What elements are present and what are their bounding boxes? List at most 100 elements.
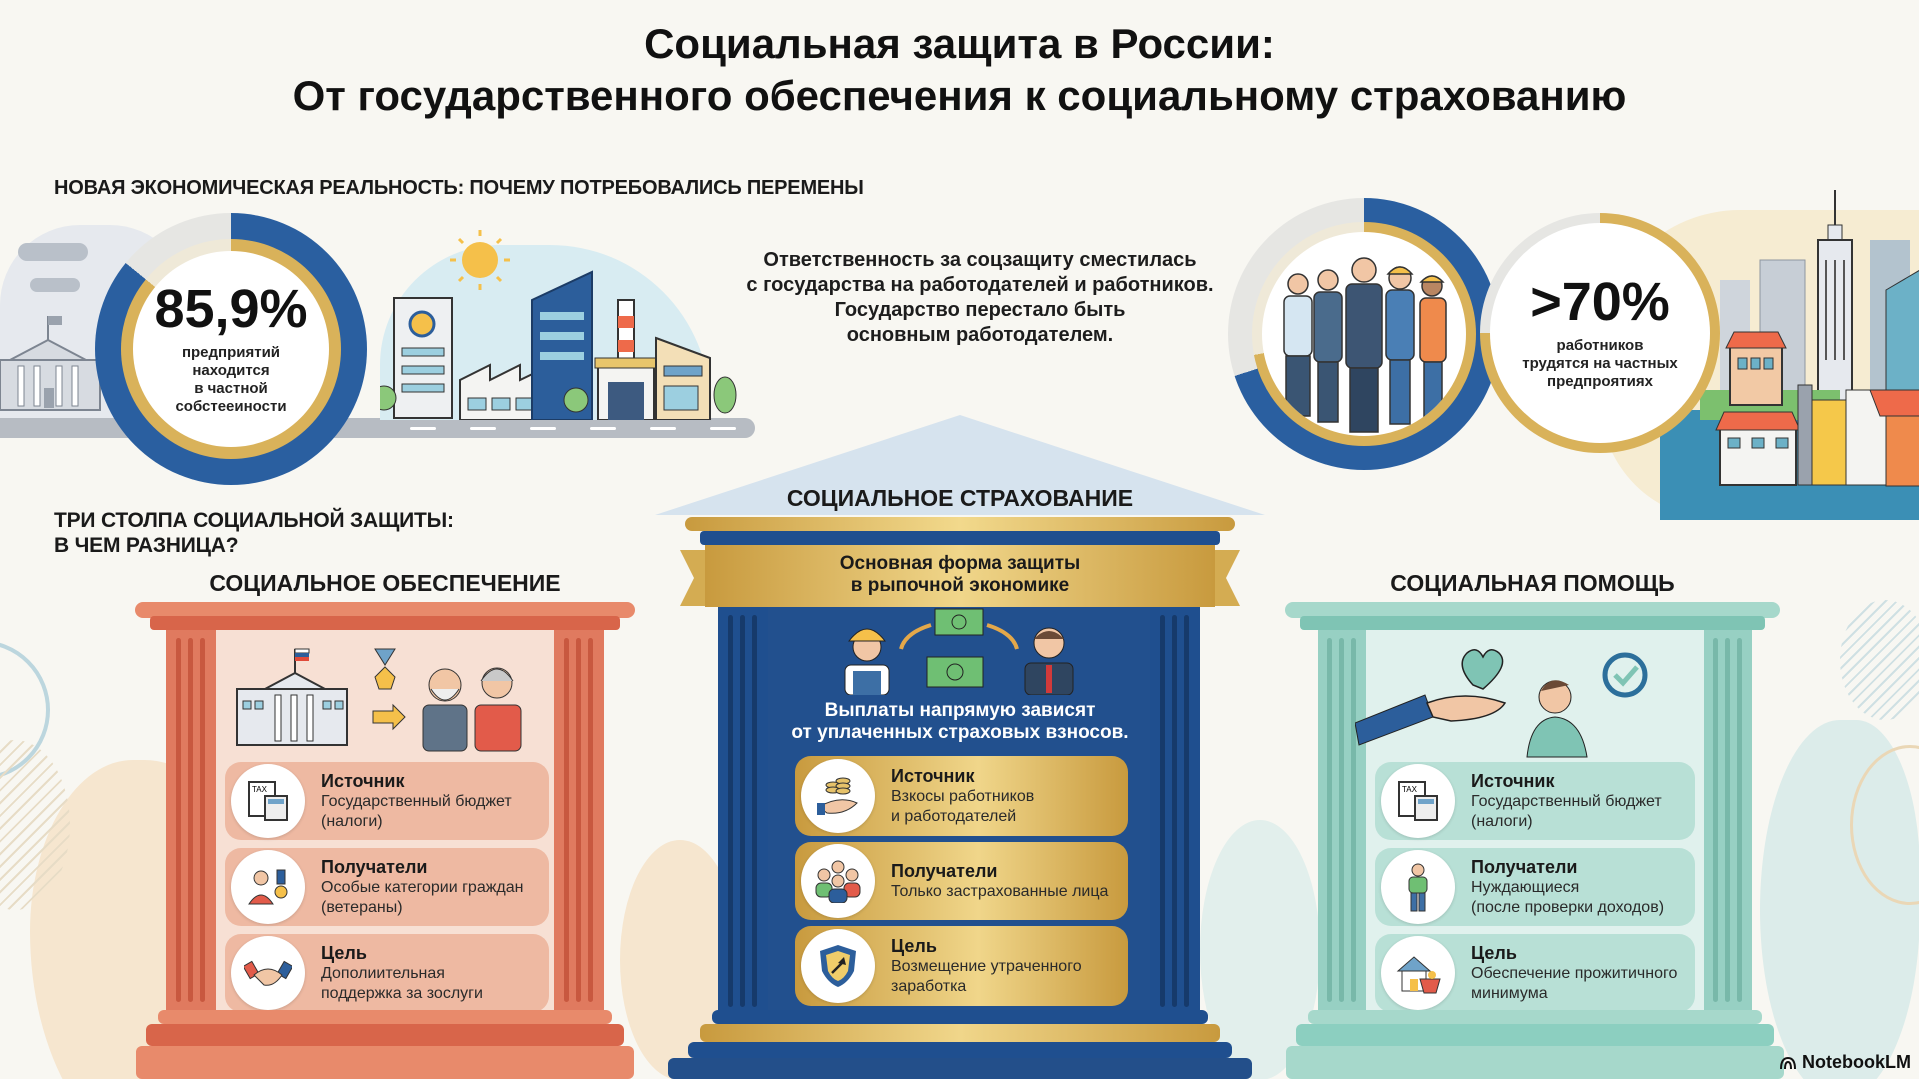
pillar1-card-recipients: Получатели Особые категории граждан (вет… [225,848,549,926]
stat-value-70: >70% [1530,272,1670,332]
pillar3-card-goal: Цель Обеспечение прожитичного минимума [1375,934,1695,1012]
card-label: Цель [1471,943,1517,963]
card-label: Получатели [891,861,998,881]
card-label: Получатели [321,857,428,877]
card-desc: Особые категории граждан [321,879,524,896]
modern-city-river-icon [1660,190,1919,520]
pillar2-card-recipients: Получатели Только застрахованные лица [795,842,1128,920]
pillar3-base-step-3 [1286,1046,1784,1079]
pillar2-card-goal: Цель Возмещение утраченного заработка [795,926,1128,1006]
pillar1-cornice-bottom [150,616,620,630]
caption-line: работников [1556,337,1644,354]
pillars-section-heading: ТРИ СТОЛПА СОЦИАЛЬНОЙ ЗАЩИТЫ: В ЧЕМ РАЗН… [54,508,454,558]
banner-line: Основная форма защиты [839,553,1081,574]
workers-illustration-holder [1262,232,1466,436]
bg-stripes-right [1840,600,1919,720]
road-dash [590,427,616,430]
page-title: Социальная защита в России: От государст… [0,18,1919,122]
road-dash [410,427,436,430]
tax-calculator-icon: TAX [231,764,305,838]
notebooklm-watermark: NotebookLM [1779,1052,1911,1073]
card-label: Источник [321,771,405,791]
card-desc: Возмещение утраченного [891,958,1082,975]
pillar1-card-goal: Цель Дополиительная поддержка за зослуги [225,934,549,1012]
person-empty-pockets-icon [1381,850,1455,924]
left-road [0,418,755,438]
economy-section-heading: НОВАЯ ЭКОНОМИЧЕСКАЯ РЕАЛЬНОСТЬ: ПОЧЕМУ П… [54,177,864,199]
workers-donut-chart [1228,198,1500,470]
stat-caption-right: работников трудятся на частных предпрoят… [1522,337,1678,391]
card-label: Источник [891,766,975,786]
caption-line: трудятся на частных [1522,355,1678,372]
pillar2-banner: Основная форма защиты в рыпочной экономи… [705,545,1215,607]
pillar2-right-column [1150,607,1200,1015]
svg-text:TAX: TAX [252,785,268,794]
road-dash [530,427,556,430]
pillar2-base-navy-3 [668,1058,1252,1079]
heading-line: ТРИ СТОЛПА СОЦИАЛЬНОЙ ЗАЩИТЫ: [54,509,454,532]
pillar3-base-step-2 [1296,1024,1774,1046]
pillar2-subtitle: Выплаты напрямую зависят от уплаченных с… [740,700,1180,744]
road-dash [710,427,736,430]
card-desc: Государственный бюджет [321,793,512,810]
caption-line: собстееиности [175,398,287,415]
industrial-city-icon [380,230,737,420]
veteran-medal-icon [231,850,305,924]
text-line: основным работодателем. [846,324,1114,346]
card-desc: (после проверки доходов) [1471,899,1665,916]
pillar-title-social-insurance: СОЦИАЛЬНОЕ СТРАХОВАНИЕ [786,485,1134,511]
card-label: Цель [321,943,367,963]
card-desc: (налоги) [321,813,383,830]
pillar3-card-recipients: Получатели Нуждающиеся (после проверки д… [1375,848,1695,926]
title-line-2: От государственного обеспечения к социал… [292,72,1627,119]
workers-group-icon [1283,257,1447,433]
card-label: Цель [891,936,937,956]
pillar3-left-column [1318,630,1366,1010]
card-desc: Обеспечение прожитичного [1471,965,1678,982]
text-line: с государства на работодателей и работни… [746,274,1214,296]
subtitle-line: Выплаты напрямую зависят [824,700,1096,721]
road-dash [470,427,496,430]
card-desc: Нуждающиеся [1471,879,1580,896]
donut-center: 85,9% предприятий находится в частной со… [133,251,329,447]
stat-caption-left: предприятий находится в частной собстееи… [175,344,286,416]
handshake-icon [231,936,305,1010]
card-label: Источник [1471,771,1555,791]
notebooklm-logo-icon [1780,1056,1797,1069]
people-group-icon [801,844,875,918]
pillar2-base-gold [700,1024,1220,1042]
card-desc: минимума [1471,985,1548,1002]
card-desc: и работодателей [891,808,1017,825]
caption-line: предприятий [181,344,281,361]
stat-center-right: >70% работников трудятся на частных пред… [1490,223,1710,443]
shield-arrow-icon [801,929,875,1003]
pillar-title-social-security: СОЦИАЛЬНОЕ ОБЕСПЕЧЕНИЕ [209,570,561,596]
caption-line: предпрoятиях [1547,373,1653,390]
pillar2-card-source: Источник Взкосы работников и работодател… [795,756,1128,836]
coins-hand-icon [801,759,875,833]
pillar-title-social-assistance: СОЦИАЛЬНАЯ ПОМОЩЬ [1390,570,1675,596]
state-to-veterans-icon [236,648,522,752]
pillar3-cornice-top [1285,602,1780,618]
banner-line: в рыпочной экономике [850,575,1070,596]
helping-hand-heart-icon [1355,649,1648,758]
pillar3-card-source: TAX Источник Государственный бюджет (нал… [1375,762,1695,840]
pillar1-cornice-top [135,602,635,618]
card-desc: поддержка за зослуги [321,985,483,1002]
cloud-icon [18,243,88,261]
pillar2-base-navy-2 [688,1042,1232,1058]
card-desc: Дополиительная [321,965,445,982]
pillar2-base-navy-1 [712,1010,1208,1024]
road-dash [650,427,676,430]
heading-line: В ЧЕМ РАЗНИЦА? [54,534,239,557]
pillar3-base-step-1 [1308,1010,1762,1024]
card-desc: заработка [891,978,967,995]
text-line: Государство перестало быть [834,299,1126,321]
caption-line: находится [192,362,270,379]
pillar1-base-step-1 [158,1010,612,1024]
pillar1-base-step-2 [146,1024,624,1046]
pillar3-right-column [1704,630,1752,1010]
pillar2-ribbon-ends [680,550,1240,606]
card-desc: Только застрахованные лица [891,883,1109,900]
card-desc: Взкосы работников [891,788,1035,805]
